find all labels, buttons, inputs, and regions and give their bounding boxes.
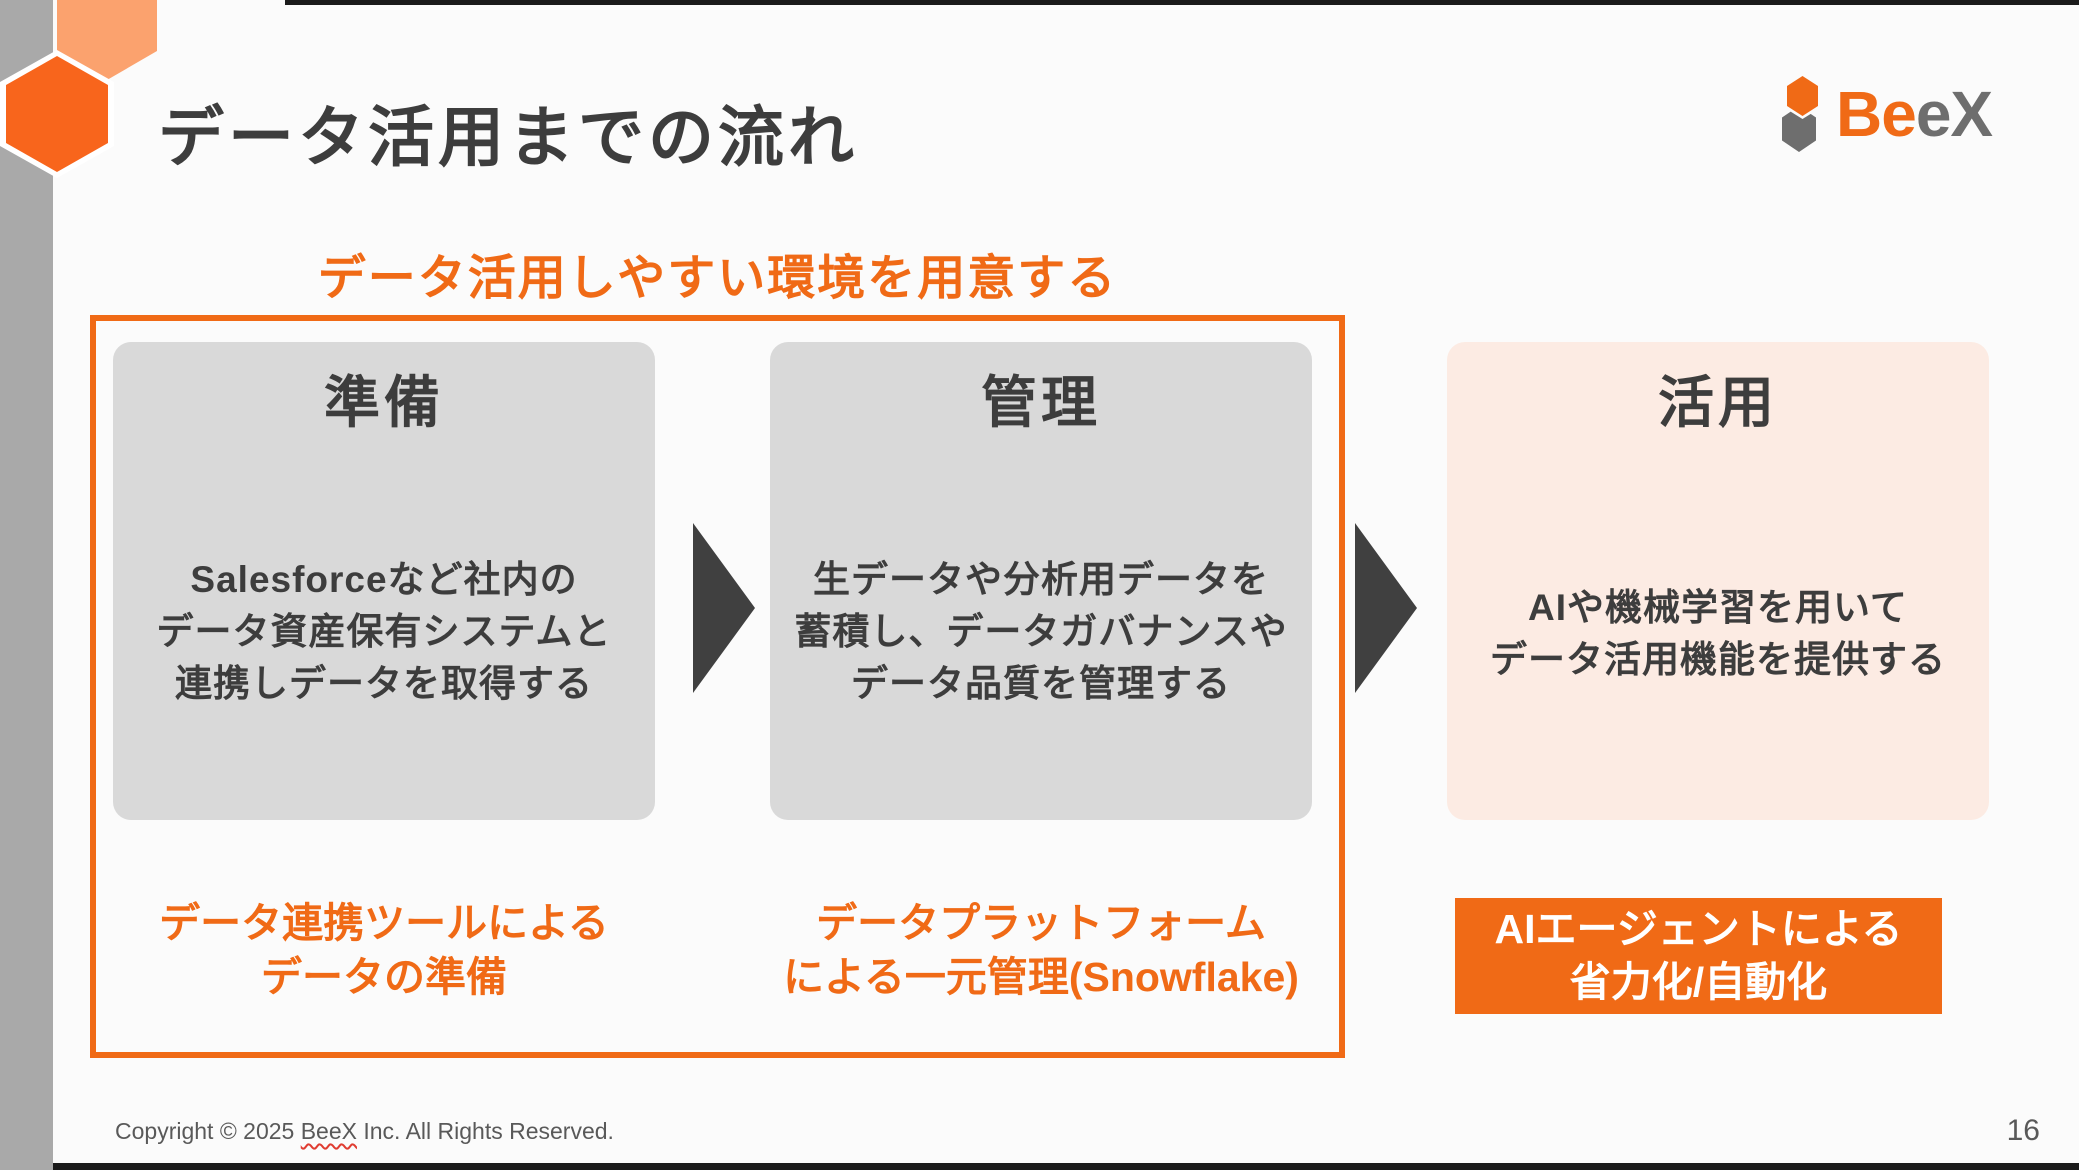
left-accent-bar — [0, 0, 53, 1170]
page-number: 16 — [2006, 1114, 2040, 1147]
page-title: データ活用までの流れ — [158, 100, 858, 174]
banner-line: 省力化/自動化 — [1569, 959, 1828, 1005]
ai-agent-banner: AIエージェントによる 省力化/自動化 — [1455, 898, 1942, 1014]
flow-arrow-right-icon — [1355, 523, 1417, 693]
step-title-preparation: 準備 — [324, 371, 444, 434]
environment-outline-box — [90, 315, 1345, 1058]
logo-text-gray: eX — [1915, 78, 1993, 150]
caption-line: データの準備 — [261, 954, 507, 1000]
step-box-utilization: 活用 AIや機械学習を用いて データ活用機能を提供する — [1447, 342, 1989, 820]
step-title-management: 管理 — [981, 371, 1101, 434]
bottom-edge-line — [53, 1163, 2079, 1170]
logo-hexagon-orange-icon — [1784, 73, 1821, 119]
caption-line: による一元管理(Snowflake) — [783, 954, 1299, 1000]
step-title-utilization: 活用 — [1658, 371, 1778, 434]
step-body-line: 生データや分析用データを — [813, 559, 1269, 600]
caption-management: データプラットフォーム による一元管理(Snowflake) — [770, 896, 1312, 1004]
hexagon-decoration-dark-fill — [6, 56, 108, 172]
step-body-line: 連携しデータを取得する — [175, 663, 593, 704]
step-box-preparation: 準備 Salesforceなど社内の データ資産保有システムと 連携しデータを取… — [113, 342, 655, 820]
copyright-text: Copyright © 2025 BeeX Inc. All Rights Re… — [115, 1118, 614, 1145]
logo-text-orange: Be — [1836, 78, 1917, 150]
copyright-prefix: Copyright © 2025 — [115, 1118, 301, 1144]
copyright-suffix: Inc. All Rights Reserved. — [356, 1118, 614, 1144]
step-body-line: データ資産保有システムと — [156, 611, 612, 652]
step-box-management: 管理 生データや分析用データを 蓄積し、データガバナンスや データ品質を管理する — [770, 342, 1312, 820]
banner-line: AIエージェントによる — [1494, 906, 1903, 952]
beex-logo-mark — [1782, 73, 1826, 154]
brand-name: BeeX — [300, 1118, 357, 1144]
flow-arrow-right-icon — [693, 523, 755, 693]
step-body-line: 蓄積し、データガバナンスや — [794, 611, 1288, 652]
beex-logo-text: BeeX — [1836, 76, 1993, 152]
step-body-preparation: Salesforceなど社内の データ資産保有システムと 連携しデータを取得する — [113, 554, 655, 710]
caption-line: データプラットフォーム — [816, 900, 1266, 946]
beex-logo: BeeX — [1782, 73, 1993, 154]
step-body-line: データ活用機能を提供する — [1490, 639, 1946, 680]
logo-hexagon-orange-fill — [1787, 76, 1818, 116]
step-body-line: Salesforceなど社内の — [190, 559, 578, 600]
step-body-line: データ品質を管理する — [851, 663, 1231, 704]
step-body-utilization: AIや機械学習を用いて データ活用機能を提供する — [1447, 582, 1989, 686]
step-body-management: 生データや分析用データを 蓄積し、データガバナンスや データ品質を管理する — [770, 554, 1312, 710]
step-body-line: AIや機械学習を用いて — [1528, 587, 1908, 628]
caption-line: データ連携ツールによる — [159, 900, 609, 946]
slide-subtitle: データ活用しやすい環境を用意する — [317, 252, 1118, 305]
caption-preparation: データ連携ツールによる データの準備 — [113, 896, 655, 1004]
top-edge-line — [285, 0, 2079, 5]
hexagon-decoration-dark-icon — [0, 50, 114, 178]
